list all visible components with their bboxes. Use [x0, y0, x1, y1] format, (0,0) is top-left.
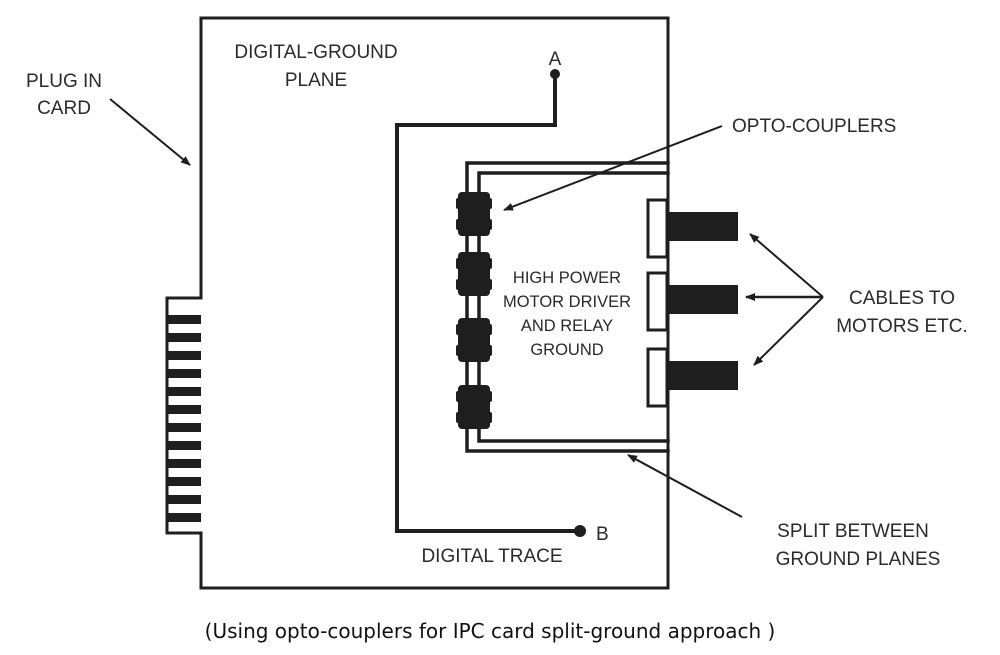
motor-connector	[646, 271, 738, 332]
connector-header	[646, 198, 669, 259]
digital-trace-label: DIGITAL TRACE	[421, 546, 562, 567]
opto-couplers-arrow	[503, 125, 723, 211]
plug-in-card-arrow	[109, 98, 191, 166]
opto-coupler	[456, 385, 492, 429]
edge-connector-finger	[168, 441, 201, 450]
split-between-label-line1: SPLIT BETWEEN	[777, 521, 929, 542]
split-inner-boundary	[477, 171, 670, 443]
motor-connectors-group	[646, 198, 738, 408]
cables-to-motors-label-line2: MOTORS ETC.	[836, 316, 968, 337]
figure-caption: (Using opto-couplers for IPC card split-…	[205, 619, 776, 643]
split-between-arrow	[627, 454, 743, 518]
point-b-dot	[574, 525, 586, 537]
digital-trace-line	[395, 72, 580, 533]
connector-header	[646, 347, 669, 408]
motor-cable-plug	[668, 285, 738, 314]
point-b-label: B	[596, 524, 609, 545]
edge-connector-finger	[168, 387, 201, 396]
edge-connector-finger	[168, 513, 201, 522]
point-a-label: A	[549, 49, 562, 70]
split-between-label-line2: GROUND PLANES	[776, 549, 941, 570]
cables-to-motors-label-line1: CABLES TO	[849, 288, 955, 309]
edge-connector-finger	[168, 423, 201, 432]
motor-connector	[646, 347, 738, 408]
edge-connector-finger	[168, 405, 201, 414]
opto-coupler	[456, 252, 492, 296]
motor-cable-plug	[668, 361, 738, 390]
edge-connector-finger	[168, 333, 201, 342]
point-a-dot	[550, 69, 560, 79]
edge-connector-finger	[168, 351, 201, 360]
high-power-ground-label-line4: GROUND	[530, 341, 603, 359]
digital-ground-plane-label-line1: DIGITAL-GROUND	[234, 42, 397, 63]
cables-arrow-top	[749, 233, 824, 298]
opto-coupler	[456, 192, 492, 236]
high-power-ground-label-line1: HIGH POWER	[513, 269, 621, 287]
motor-cable-plug	[668, 212, 738, 241]
edge-connector-fingers	[168, 315, 201, 522]
high-power-ground-label-line3: AND RELAY	[521, 317, 613, 335]
digital-ground-plane-label-line2: PLANE	[285, 70, 347, 91]
connector-header	[646, 271, 669, 332]
edge-connector-finger	[168, 495, 201, 504]
edge-connector-finger	[168, 369, 201, 378]
split-outer-boundary	[465, 161, 670, 453]
opto-couplers-group	[456, 192, 492, 429]
plug-in-card-label-line2: CARD	[37, 98, 91, 119]
edge-connector-finger	[168, 315, 201, 324]
edge-connector-finger	[168, 477, 201, 486]
opto-couplers-label: OPTO-COUPLERS	[732, 116, 896, 137]
opto-coupler	[456, 318, 492, 362]
motor-connector	[646, 198, 738, 259]
high-power-ground-label-line2: MOTOR DRIVER	[503, 293, 631, 311]
plug-in-card-label-line1: PLUG IN	[26, 71, 102, 92]
cables-arrow-bottom	[753, 296, 824, 366]
edge-connector-finger	[168, 459, 201, 468]
